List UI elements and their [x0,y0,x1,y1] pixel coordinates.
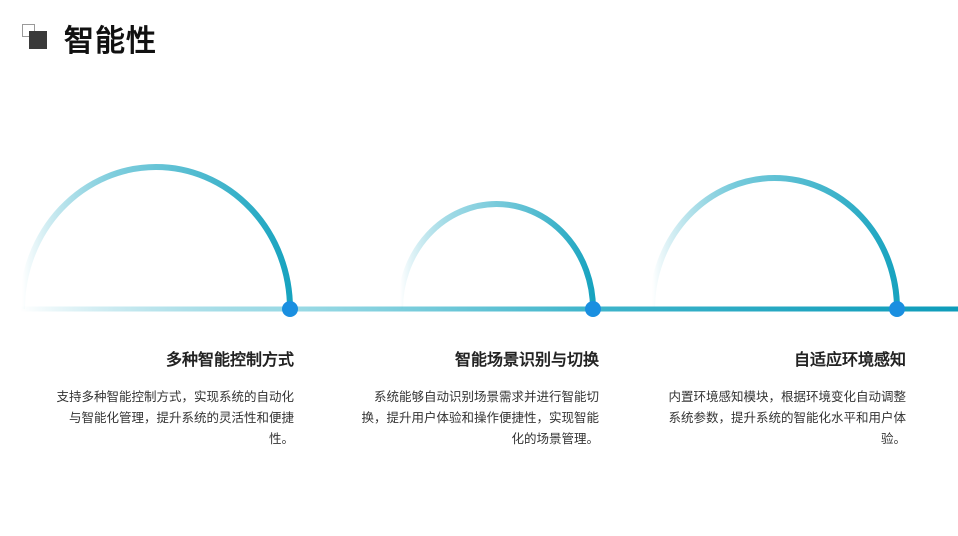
feature-description: 支持多种智能控制方式，实现系统的自动化与智能化管理，提升系统的灵活性和便捷性。 [56,389,294,446]
feature-description: 内置环境感知模块，根据环境变化自动调整系统参数，提升系统的智能化水平和用户体验。 [668,389,906,446]
arc-1 [19,164,293,310]
timeline-node-2 [585,301,601,317]
title-square-icon [22,24,48,50]
feature-title: 自适应环境感知 [793,350,906,369]
feature-description: 系统能够自动识别场景需求并进行智能切换，提升用户体验和操作便捷性，实现智能化的场… [361,389,599,446]
page-title: 智能性 [64,24,157,59]
feature-title: 智能场景识别与切换 [454,350,599,369]
feature-2: 智能场景识别与切换 系统能够自动识别场景需求并进行智能切换，提升用户体验和操作便… [355,346,599,449]
timeline-node-3 [889,301,905,317]
arc-2 [397,201,596,310]
timeline-node-1 [282,301,298,317]
feature-1: 多种智能控制方式 支持多种智能控制方式，实现系统的自动化与智能化管理，提升系统的… [50,346,294,449]
feature-title: 多种智能控制方式 [165,350,294,369]
feature-3: 自适应环境感知 内置环境感知模块，根据环境变化自动调整系统参数，提升系统的智能化… [662,346,906,449]
arc-3 [649,175,900,310]
